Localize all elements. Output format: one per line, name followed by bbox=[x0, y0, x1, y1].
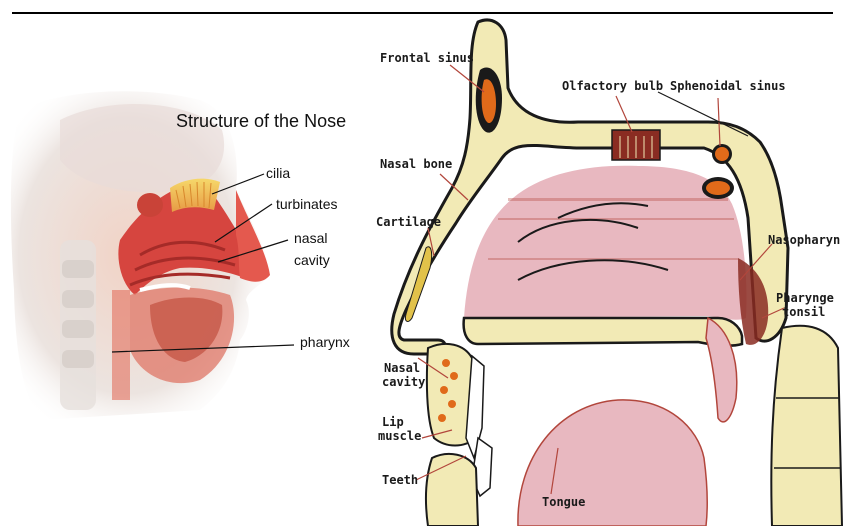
nasal-cavity-label-line2: cavity bbox=[294, 252, 330, 268]
nasal-anatomy-illustration: Frontal sinus Olfactory bulb Sphenoidal … bbox=[368, 18, 845, 526]
figure-title: Structure of the Nose bbox=[176, 111, 346, 131]
vertebra bbox=[62, 320, 94, 338]
nasal-cavity-label-line1: nasal bbox=[294, 230, 327, 246]
sinus bbox=[137, 193, 163, 217]
nasal-anatomy-diagram: Frontal sinus Olfactory bulb Sphenoidal … bbox=[368, 18, 845, 526]
lower-lip bbox=[426, 454, 478, 526]
sphenoidal-sinus-label: Sphenoidal sinus bbox=[670, 79, 786, 93]
sphenoidal-sinus bbox=[715, 147, 729, 161]
turbinates-label: turbinates bbox=[276, 196, 337, 212]
olfactory-bulb-label: Olfactory bulb bbox=[562, 79, 663, 93]
vertebra bbox=[62, 290, 94, 308]
frontal-sinus-label: Frontal sinus bbox=[380, 51, 474, 65]
pharynx-label: pharynx bbox=[300, 334, 350, 350]
lip-muscle-label-line2: muscle bbox=[378, 429, 421, 443]
top-divider-line bbox=[12, 12, 833, 14]
teeth-label: Teeth bbox=[382, 473, 418, 487]
vertebra bbox=[62, 350, 94, 368]
lip-muscle-label-line1: Lip bbox=[382, 415, 404, 429]
nasal-bone-label: Nasal bone bbox=[380, 157, 452, 171]
palate-bone bbox=[464, 318, 742, 346]
cartilage-label: Cartilage bbox=[376, 215, 441, 229]
nasal-cavity-label-line2: cavity bbox=[382, 375, 425, 389]
cilia-label: cilia bbox=[266, 165, 290, 181]
pharyngeal-tonsil-label-line1: Pharynge bbox=[776, 291, 834, 305]
nasopharynx-label: Nasopharyn bbox=[768, 233, 840, 247]
cervical-spine bbox=[771, 326, 842, 526]
sphenoid-sinus-lower bbox=[706, 181, 730, 195]
tongue-label: Tongue bbox=[542, 495, 585, 509]
nose-structure-diagram: Structure of the Nose cilia turbinates n… bbox=[0, 90, 380, 430]
pharynx-region bbox=[112, 290, 130, 400]
vertebra bbox=[62, 260, 94, 278]
nose-structure-illustration: Structure of the Nose cilia turbinates n… bbox=[0, 90, 380, 430]
nose-tip bbox=[236, 190, 270, 282]
pharyngeal-tonsil-label-line2: tonsil bbox=[782, 305, 825, 319]
nasal-cavity-label-line1: Nasal bbox=[384, 361, 420, 375]
